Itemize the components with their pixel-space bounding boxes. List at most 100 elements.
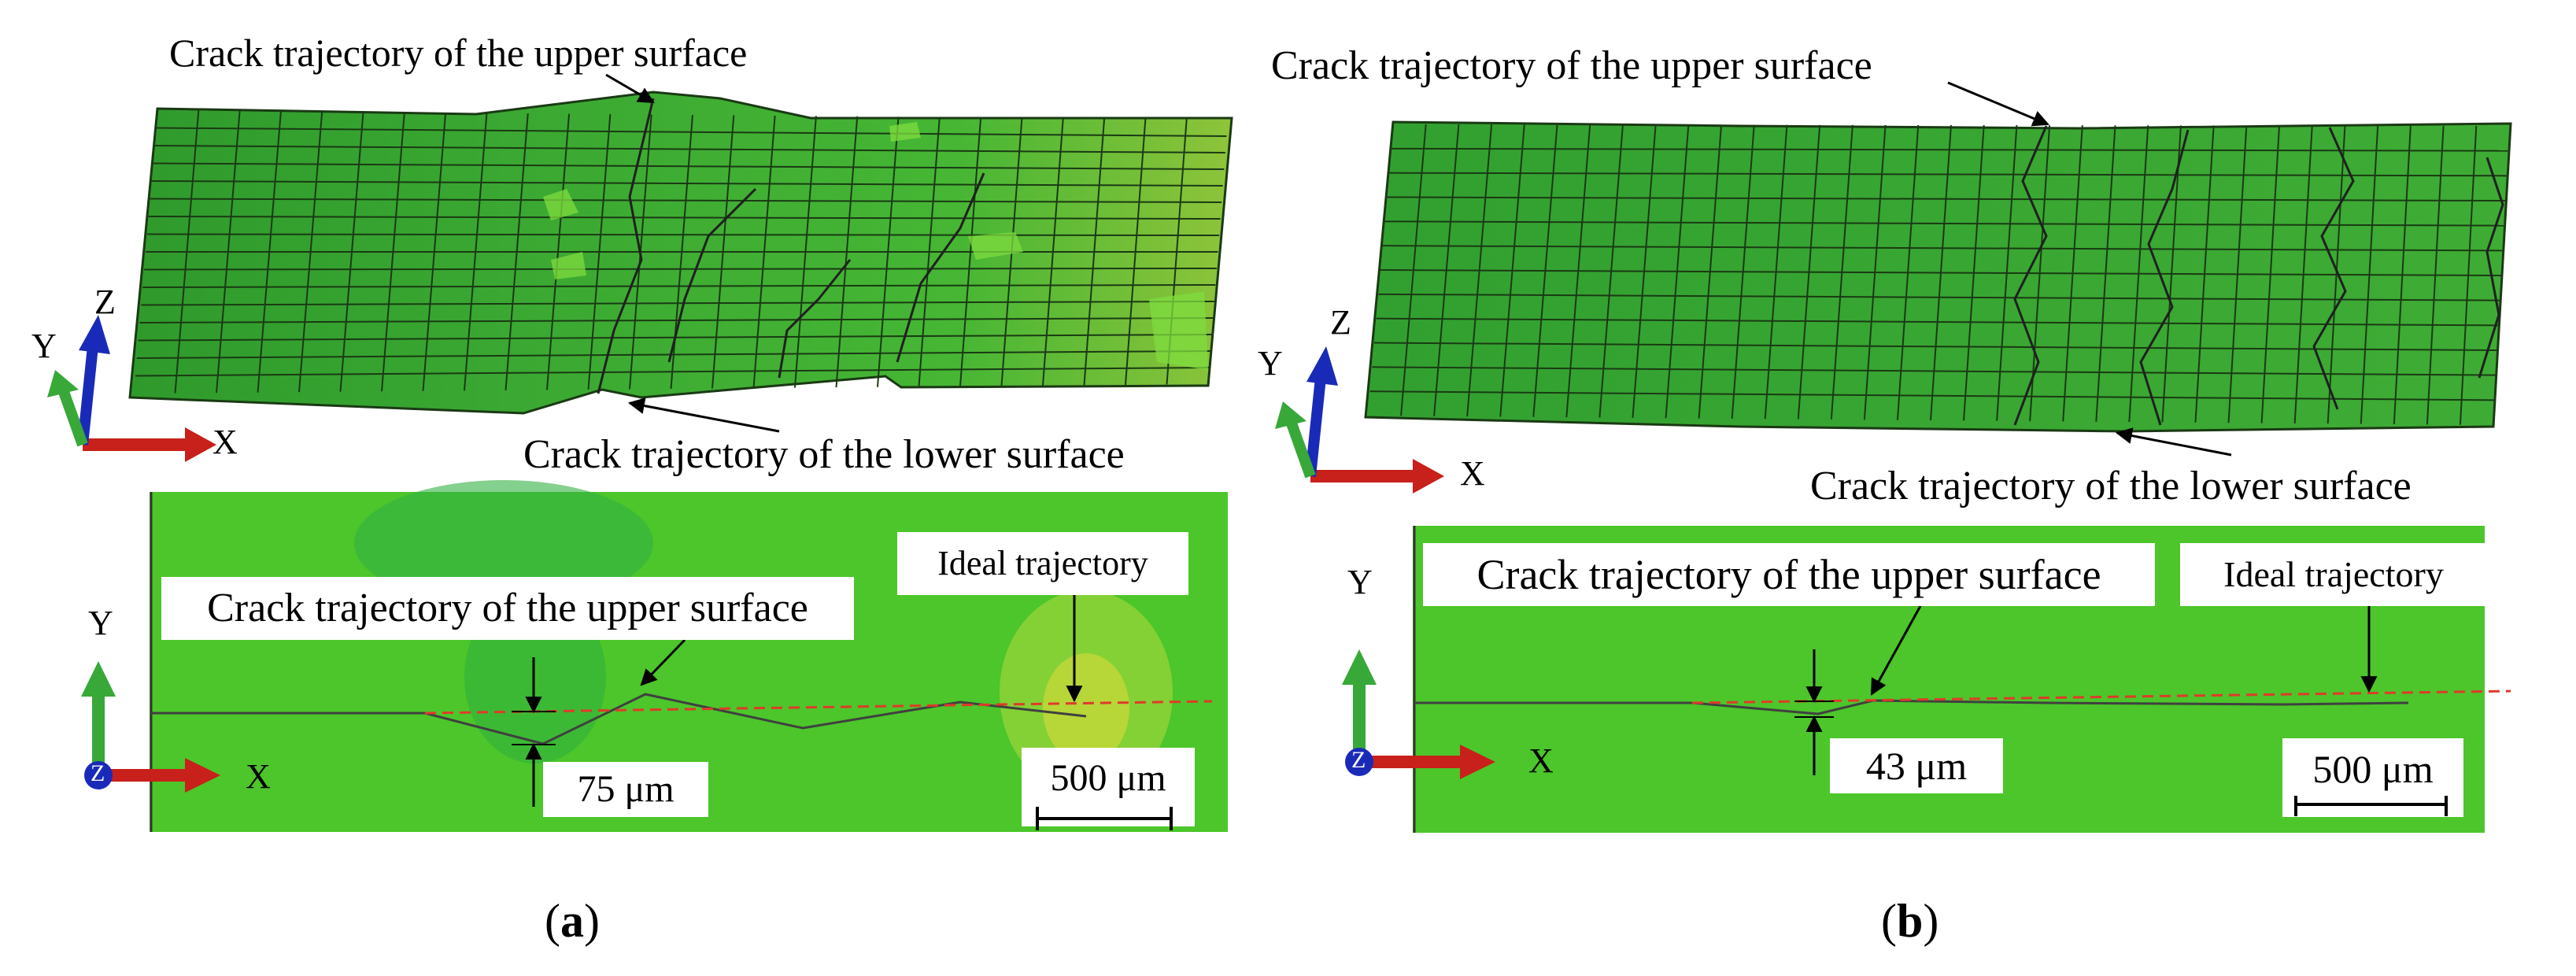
mesh-grid-line <box>1764 124 1788 420</box>
mesh-grid-line <box>1598 124 1624 418</box>
triad-z-arrow <box>77 346 98 445</box>
mesh-grid-line <box>1125 119 1147 385</box>
label-offset-b: 43 μm <box>1830 738 2003 793</box>
crack-lines-a <box>597 98 985 394</box>
mesh-grid-line <box>1896 124 1920 420</box>
triad-z-dot <box>1345 748 1373 776</box>
axis-label-y-3d-b: Y <box>1258 344 1283 383</box>
subfigure-caption-a: (a) <box>545 895 600 947</box>
mesh-highlights-a <box>543 122 1208 370</box>
mesh-grid-line <box>2062 125 2083 422</box>
mesh-grid-line <box>422 113 447 391</box>
mesh-grid-a <box>135 110 1227 394</box>
triad-x-head <box>1460 745 1495 779</box>
mesh-grid-line <box>2426 125 2445 425</box>
mesh-grid-line <box>1930 124 1952 421</box>
mesh-grid-line <box>2095 125 2116 422</box>
triad-x-head <box>185 427 216 462</box>
triad-z-head <box>1306 346 1338 386</box>
axis-label-y-2d-a: Y <box>88 604 113 642</box>
mesh-grid-line <box>2293 125 2313 423</box>
subfigure-letter-a: a <box>560 895 584 947</box>
triad-z-arrow <box>1305 377 1326 477</box>
axis-label-z-3d-b: Z <box>1330 303 1351 342</box>
mesh-grid-line <box>587 113 612 390</box>
plan-shade-a1 <box>354 480 653 606</box>
triad-y-head <box>81 661 116 697</box>
triad-y-arrow <box>1285 419 1316 479</box>
mesh-grid-line <box>1797 124 1821 420</box>
triad-y-head <box>1342 649 1377 685</box>
axis-label-y-3d-a: Y <box>31 327 57 365</box>
crack-lines-b <box>2013 125 2504 426</box>
mesh-grid-line <box>2393 125 2412 424</box>
mesh-grid-line <box>835 116 859 388</box>
mesh-grid-line <box>216 110 241 394</box>
mesh-3d-b <box>1364 120 2512 433</box>
mesh-grid-line <box>1083 118 1106 386</box>
mesh-3d-a <box>128 91 1233 415</box>
mesh-grid-line <box>504 113 529 390</box>
axis-triad-2d-b <box>1342 649 1495 779</box>
mesh-grid-line <box>1042 118 1064 386</box>
axis-label-z-2d-a: Z <box>91 760 105 786</box>
mesh-grid-line <box>2194 125 2215 423</box>
triad-y-head <box>47 370 79 397</box>
mesh-grid-line <box>2260 125 2281 423</box>
mesh-grid-line <box>959 117 982 386</box>
axis-triad-2d-a <box>81 661 220 793</box>
mesh-grid-line <box>2029 125 2051 422</box>
axis-label-x-3d-a: X <box>213 423 238 461</box>
mesh-grid-line <box>877 116 900 387</box>
callout-arrow-upper-a <box>640 638 686 686</box>
axis-label-x-3d-b: X <box>1460 454 1485 493</box>
label-ideal-trajectory-b: Ideal trajectory <box>2180 543 2487 606</box>
mesh-grid-line <box>1731 124 1755 419</box>
label-upper-surface-3d-a: Crack trajectory of the upper surface <box>169 31 748 75</box>
axis-label-y-2d-b: Y <box>1347 563 1373 601</box>
label-ideal-trajectory-a: Ideal trajectory <box>897 532 1188 595</box>
mesh-grid-line <box>1863 124 1887 420</box>
mesh-grid-line <box>1466 124 1493 417</box>
triad-x-head <box>185 758 220 793</box>
mesh-grid-line <box>546 113 571 390</box>
ideal-trajectory-a <box>424 700 1213 715</box>
callout-arrow-upper-b <box>1870 605 1922 696</box>
mesh-grid-line <box>464 113 488 391</box>
axis-triad-3d-b <box>1275 346 1444 494</box>
mesh-grid-line <box>1963 124 1985 421</box>
mesh-grid-line <box>794 116 817 388</box>
label-offset-a: 75 μm <box>543 762 708 817</box>
label-upper-surface-plan-b: Crack trajectory of the upper surface <box>1423 543 2155 606</box>
label-upper-surface-plan-a: Crack trajectory of the upper surface <box>161 577 854 640</box>
mesh-grid-line <box>711 115 735 389</box>
mesh-grid-line <box>752 115 776 389</box>
mesh-grid-line <box>2360 125 2379 424</box>
axis-label-z-3d-a: Z <box>94 283 116 321</box>
mesh-grid-b <box>1369 124 2508 425</box>
mesh-grid-line <box>2227 125 2248 423</box>
mesh-grid-line <box>298 111 323 393</box>
arrow-upper-3d-a <box>605 73 655 104</box>
mesh-grid-line <box>1632 124 1657 418</box>
mesh-grid-line <box>1499 124 1525 417</box>
axis-label-x-2d-b: X <box>1528 741 1554 780</box>
triad-z-head <box>79 315 110 354</box>
mesh-grid-line <box>339 112 364 392</box>
mesh-grid-line <box>174 110 200 394</box>
axis-triad-3d-a <box>47 315 216 462</box>
mesh-grid-line <box>381 112 405 392</box>
mesh-grid-line <box>1400 124 1427 416</box>
mesh-grid-line <box>2327 125 2346 424</box>
mesh-grid-line <box>257 111 282 393</box>
mesh-grid-line <box>918 116 941 387</box>
mesh-grid-line <box>1665 124 1690 419</box>
mesh-grid-line <box>1996 125 2018 421</box>
label-lower-surface-3d-a: Crack trajectory of the lower surface <box>523 432 1125 477</box>
label-lower-surface-3d-b: Crack trajectory of the lower surface <box>1810 464 2412 508</box>
triad-y-arrow <box>57 387 88 447</box>
plan-shade-a4 <box>1043 653 1129 763</box>
subfigure-caption-b: (b) <box>1881 895 1939 947</box>
arrow-lower-3d-b <box>2115 427 2232 457</box>
